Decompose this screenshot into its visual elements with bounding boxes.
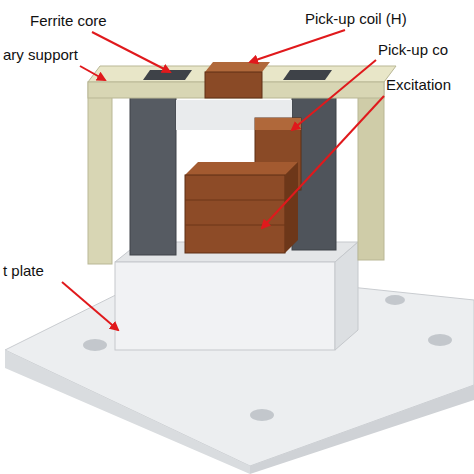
leader-arrow (262, 96, 384, 228)
base-plate-front (250, 385, 474, 474)
mounting-hole (385, 295, 405, 305)
base-plate-side (5, 350, 250, 474)
support-leg (88, 82, 112, 264)
coil-winding (185, 225, 285, 226)
ferrite-core (130, 95, 176, 255)
ferrite-core-top (283, 70, 332, 80)
excitation-coil-side (285, 162, 298, 253)
part-label: Pick-up co (378, 42, 448, 59)
mounting-hole (83, 339, 107, 351)
mounting-hole (250, 409, 274, 421)
part-label: ary support (3, 47, 78, 64)
leader-arrow (62, 282, 118, 330)
mounting-hole (428, 334, 452, 346)
pickup-coil-h (205, 72, 262, 98)
pedestal-front (115, 262, 335, 350)
excitation-coil (185, 175, 285, 253)
part-label: Ferrite core (30, 13, 107, 30)
part-label: Excitation (386, 77, 451, 94)
part-label: t plate (3, 263, 44, 280)
leader-arrow (92, 32, 170, 72)
pickup-coil-h-top (205, 62, 270, 72)
part-label: Pick-up coil (H) (305, 11, 407, 28)
leader-arrow (250, 30, 345, 62)
excitation-coil-top (185, 162, 298, 175)
coil-winding (185, 200, 285, 201)
pedestal-side (335, 242, 358, 350)
leader-arrow (80, 66, 105, 80)
